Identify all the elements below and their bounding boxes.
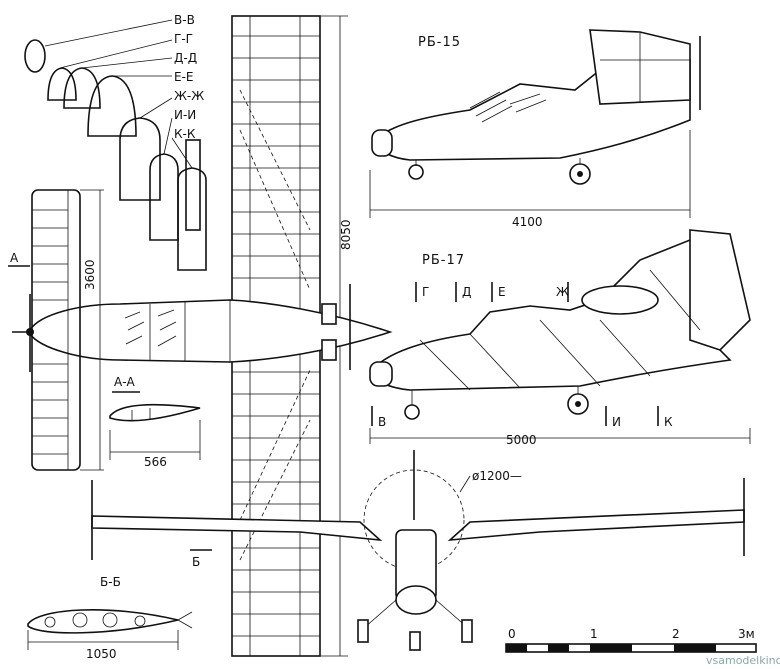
side-view-rb15: РБ-15 4100: [369, 29, 701, 229]
section-marker-a: А: [10, 251, 19, 265]
front-left-wheel: [357, 619, 369, 643]
section-labels-list: В-В Г-Г Д-Д Е-Е Ж-Ж И-И К-К: [174, 13, 204, 141]
rb15-nose-wheel: [408, 164, 424, 180]
wing-ribs: [232, 35, 320, 637]
section-label-kk: К-К: [174, 127, 196, 141]
scale-label-2: 2: [672, 627, 680, 641]
section-label-vv: В-В: [174, 13, 195, 27]
cross-section-profiles: [24, 19, 207, 271]
cockpit-glazing: [124, 309, 177, 347]
rb17-mark-zh: Ж: [556, 285, 569, 299]
front-right-wheel: [461, 619, 473, 643]
section-aa-title: А-А: [114, 375, 136, 389]
scale-bar: 0 1 2 3м: [505, 627, 757, 653]
front-right-wing: [447, 509, 745, 542]
rb17-fuselage: [371, 234, 732, 391]
rb17-nose-wheel: [404, 404, 420, 420]
prop-diameter-label: ø1200—: [472, 469, 522, 483]
scale-label-1: 1: [590, 627, 598, 641]
tail-span-label: 3600: [83, 259, 97, 290]
rb17-length-label: 5000: [506, 433, 537, 447]
rb17-title: РБ-17: [422, 253, 465, 268]
rb17-mark-v: В: [378, 415, 386, 429]
section-label-ii: И-И: [174, 108, 196, 122]
rb17-mark-i: И: [612, 415, 621, 429]
front-left-wing: [91, 515, 383, 542]
section-label-dd: Д-Д: [174, 51, 197, 65]
chord-aa-label: 566: [144, 455, 167, 469]
watermark: vsamodelkino.ru: [706, 654, 780, 667]
section-label-ee: Е-Е: [174, 70, 194, 84]
rb15-length-label: 4100: [512, 215, 543, 229]
chord-bb-label: 1050: [86, 647, 117, 661]
section-bb-title: Б-Б: [100, 575, 121, 589]
wheel-top-right: [321, 339, 337, 361]
rb17-tail-fin: [689, 229, 751, 351]
rb17-structure-diagonals: [419, 269, 701, 391]
section-label-zhzh: Ж-Ж: [174, 89, 204, 103]
section-bb: Б-Б 1050: [27, 575, 193, 661]
rb15-cockpit-glazing: [469, 91, 547, 123]
front-view: ø1200—: [91, 450, 745, 651]
rb17-mark-k: К: [664, 415, 673, 429]
scale-label-3m: 3м: [738, 627, 755, 641]
top-view: 8050 3600: [12, 15, 393, 657]
fuselage-top-outline: [29, 299, 393, 363]
rb17-mark-d: Д: [462, 285, 471, 299]
section-label-gg: Г-Г: [174, 32, 193, 46]
section-aa: А-А 566: [109, 375, 201, 469]
tail-ribs: [32, 209, 68, 455]
rb17-mark-g: Г: [422, 285, 429, 299]
wheel-top-left: [321, 303, 337, 325]
side-view-rb17: РБ-17 Г Д Е Ж В И К 5000: [369, 229, 751, 447]
section-marker-b: Б: [192, 555, 200, 569]
horizontal-tail-planform: [31, 189, 81, 471]
rb17-engine-nacelle: [581, 285, 659, 315]
rb17-mark-e: Е: [498, 285, 506, 299]
rb15-title: РБ-15: [418, 35, 461, 50]
span-dimension-label: 8050: [339, 219, 353, 250]
front-nose-wheel: [409, 631, 421, 651]
scale-label-0: 0: [508, 627, 516, 641]
airfoil-aa: [109, 403, 201, 422]
